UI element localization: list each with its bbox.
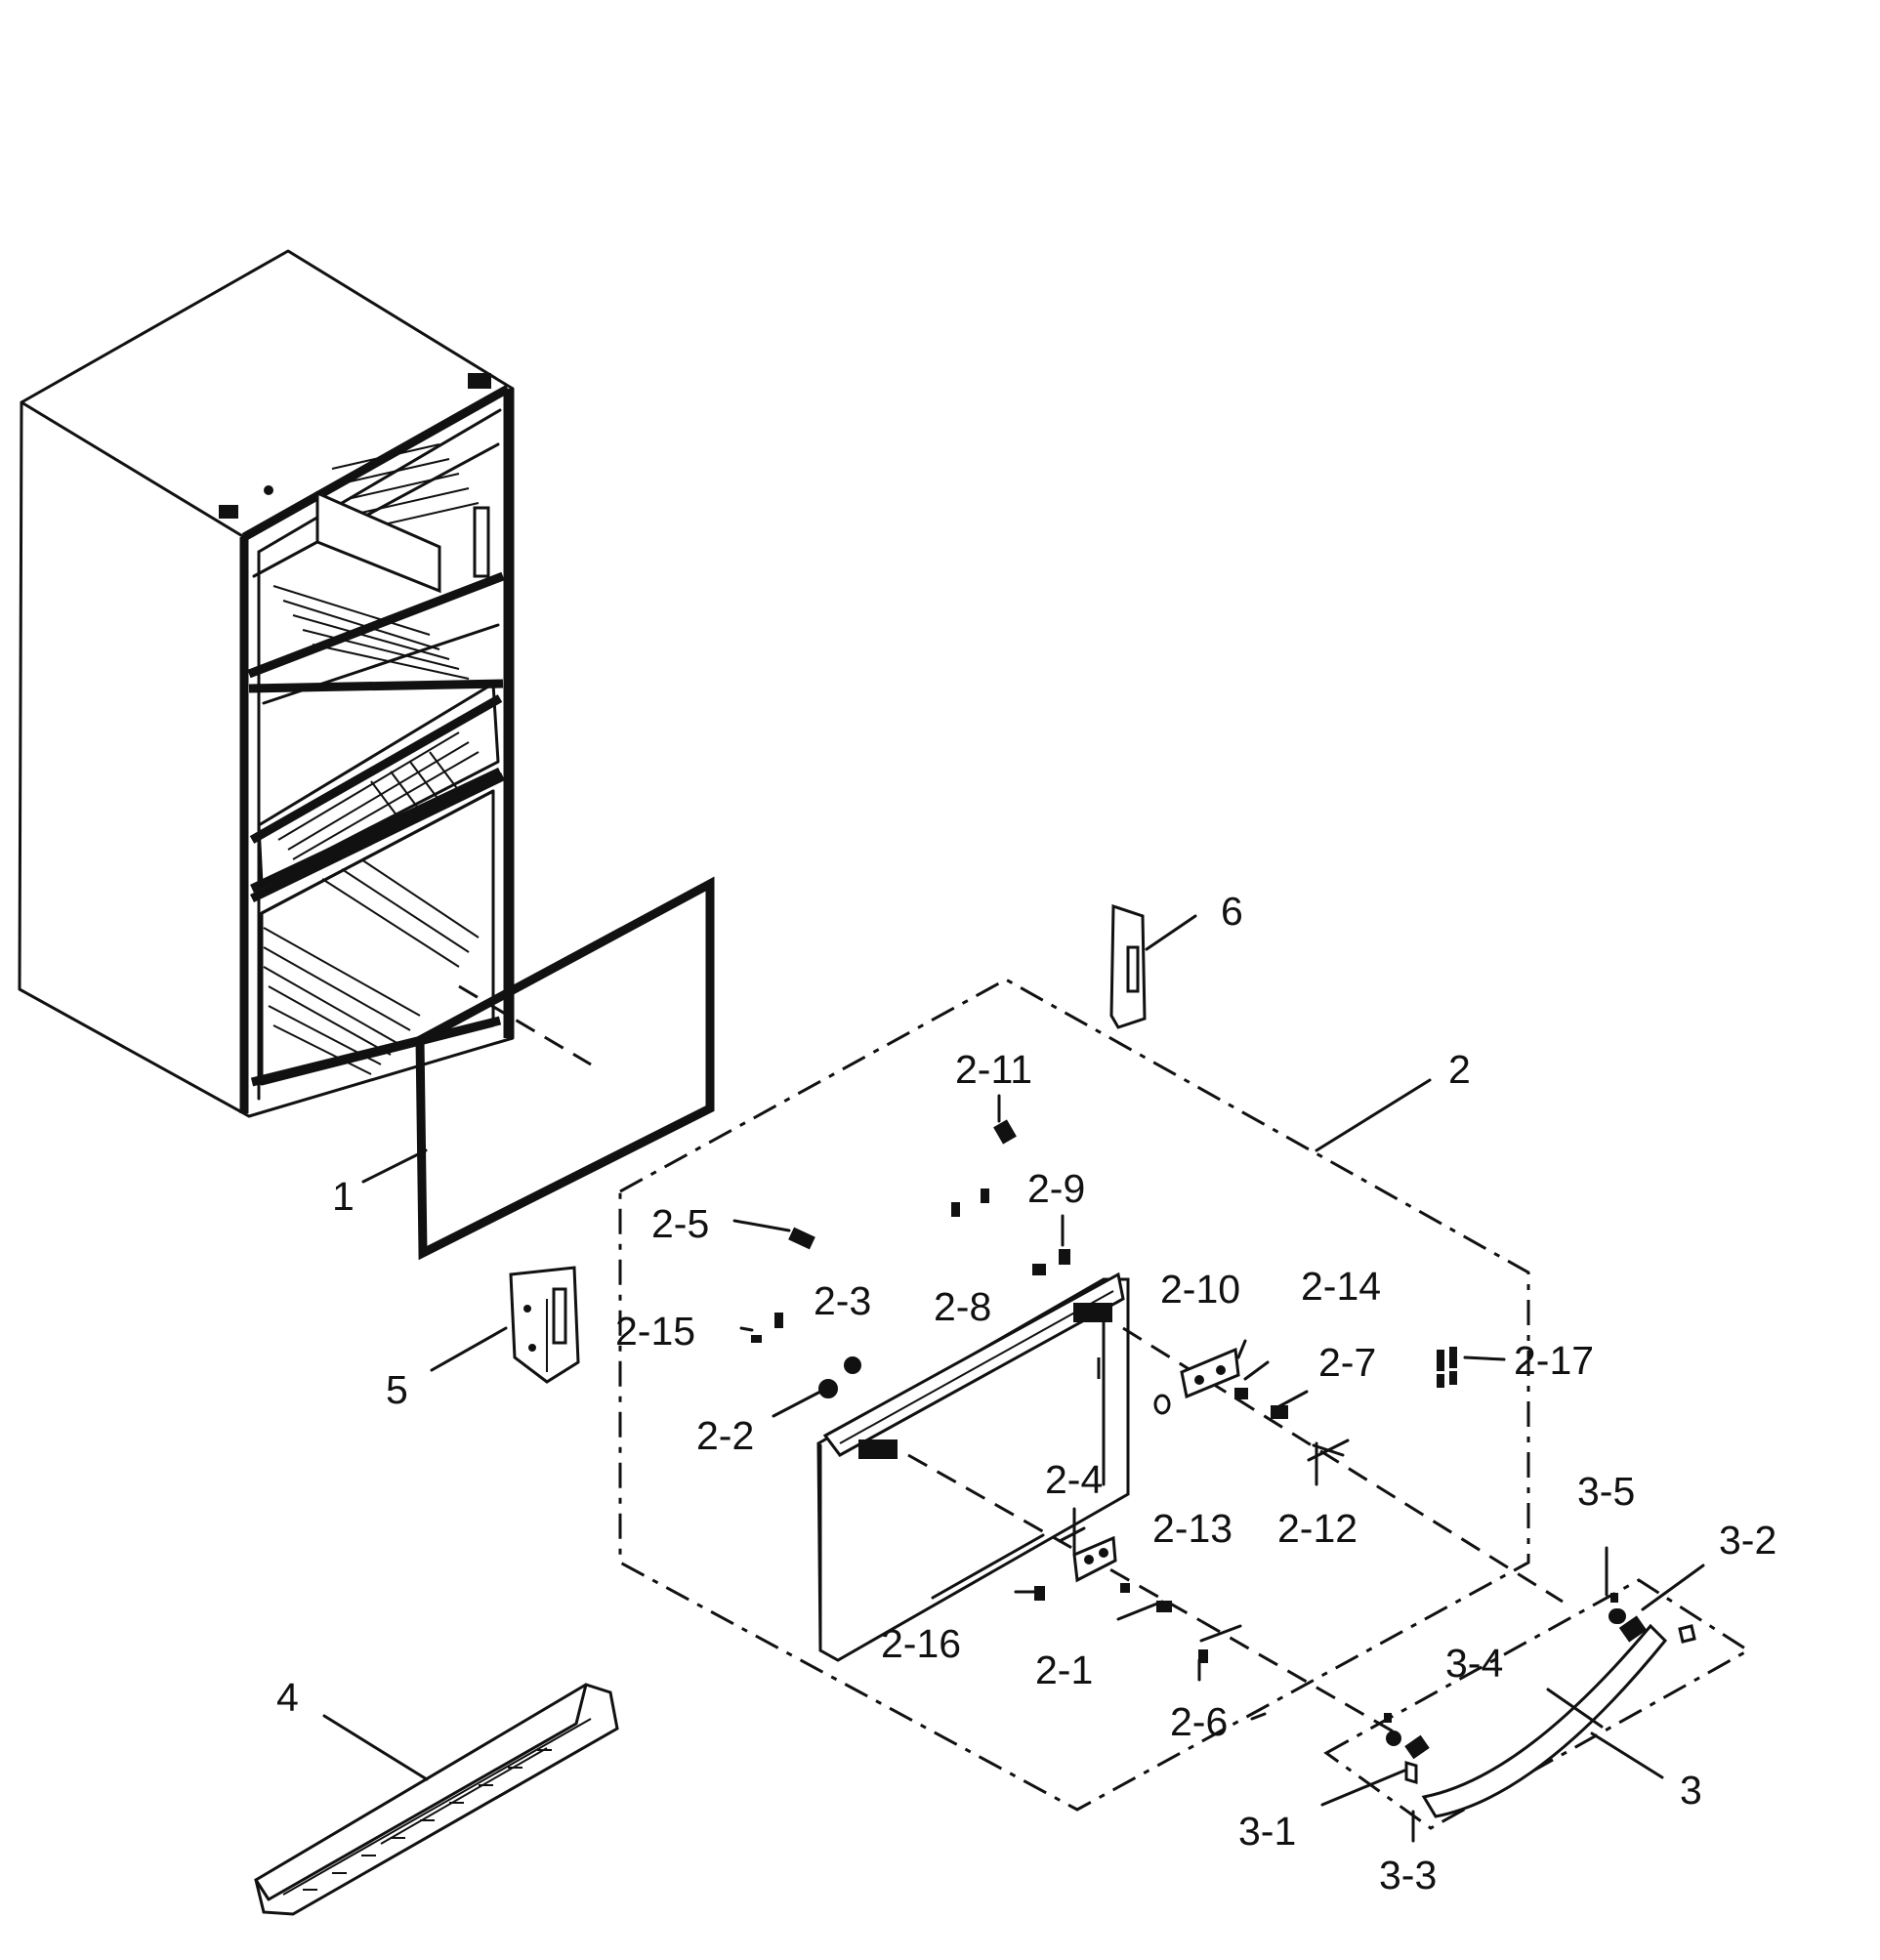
callout-3-3: 3-3	[1379, 1853, 1438, 1897]
callout-2-17: 2-17	[1514, 1338, 1595, 1383]
part-5-bracket	[509, 1266, 580, 1384]
callout-3-4: 3-4	[1445, 1641, 1504, 1686]
callout-2-12: 2-12	[1277, 1506, 1358, 1551]
callout-6: 6	[1221, 889, 1243, 934]
callout-2-16: 2-16	[881, 1621, 962, 1666]
callout-2-5: 2-5	[651, 1201, 710, 1246]
refrigerator-cabinet	[18, 249, 515, 1118]
callout-2-8: 2-8	[934, 1284, 992, 1329]
callout-2-15: 2-15	[615, 1309, 696, 1354]
callout-2-9: 2-9	[1027, 1166, 1086, 1211]
callout-3-1: 3-1	[1238, 1809, 1297, 1854]
part-6-bracket	[1109, 903, 1147, 1029]
callout-2-2: 2-2	[696, 1413, 755, 1458]
callout-3-2: 3-2	[1719, 1518, 1777, 1563]
callout-2-14: 2-14	[1301, 1264, 1382, 1309]
callout-1: 1	[332, 1174, 355, 1219]
callout-2-7: 2-7	[1318, 1340, 1377, 1385]
callout-4: 4	[276, 1675, 299, 1720]
callout-2-3: 2-3	[814, 1278, 872, 1323]
callout-2-11: 2-11	[955, 1047, 1033, 1092]
callout-2-6: 2-6	[1170, 1699, 1229, 1744]
callout-3-5: 3-5	[1577, 1469, 1636, 1514]
leader-lines	[322, 914, 1705, 1843]
callout-2-10: 2-10	[1160, 1267, 1241, 1312]
part-3-handle-assembly	[1323, 1578, 1751, 1830]
callout-5: 5	[386, 1367, 408, 1412]
part-2-door-assembly	[618, 978, 1564, 1812]
part-4-bin	[254, 1683, 619, 1916]
callout-3: 3	[1680, 1768, 1702, 1813]
callout-2-1: 2-1	[1035, 1647, 1094, 1692]
callout-2-4: 2-4	[1045, 1457, 1104, 1502]
callout-2-13: 2-13	[1152, 1506, 1233, 1551]
part-1-door-gasket	[415, 876, 715, 1261]
callout-2: 2	[1448, 1047, 1471, 1092]
